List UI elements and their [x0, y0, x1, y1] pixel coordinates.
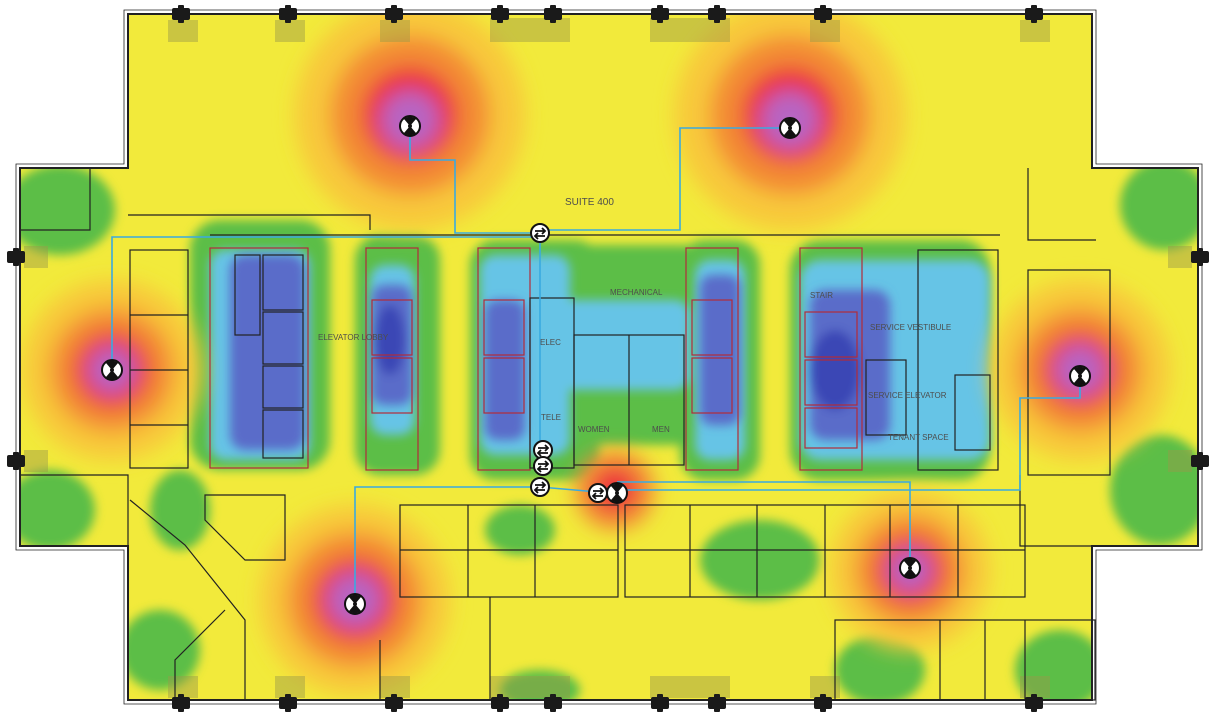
- tele-label: TELE: [541, 413, 561, 422]
- service-elevator-label: SERVICE ELEVATOR: [868, 391, 947, 400]
- service-vestibule-label: SERVICE VESTIBULE: [870, 323, 951, 332]
- room-labels: SUITE 400 MECHANICAL ELEVATOR LOBBY ELEC…: [318, 197, 951, 442]
- access-point-icon[interactable]: [399, 115, 421, 137]
- mechanical-label: MECHANICAL: [610, 288, 663, 297]
- access-point-icon[interactable]: [101, 359, 123, 381]
- elevator-lobby-label: ELEVATOR LOBBY: [318, 333, 389, 342]
- suite-label: SUITE 400: [565, 197, 614, 208]
- access-point-icon[interactable]: [899, 557, 921, 579]
- tenant-space-label: TENANT SPACE: [888, 433, 949, 442]
- network-switch-icon[interactable]: [530, 223, 550, 243]
- access-point-icon[interactable]: [344, 593, 366, 615]
- network-switch-icon[interactable]: [588, 483, 608, 503]
- dead-zones: [230, 255, 890, 450]
- perimeter-window-blocks: [24, 18, 1192, 698]
- network-switch-icon[interactable]: [533, 456, 553, 476]
- access-point-icon[interactable]: [1069, 365, 1091, 387]
- network-switch-icon[interactable]: [530, 477, 550, 497]
- stair-label: STAIR: [810, 291, 833, 300]
- women-label: WOMEN: [578, 425, 610, 434]
- floor-plan-walls: [15, 9, 1203, 705]
- elec-label: ELEC: [540, 338, 561, 347]
- access-point-icon[interactable]: [606, 482, 628, 504]
- access-point-icon[interactable]: [779, 117, 801, 139]
- men-label: MEN: [652, 425, 670, 434]
